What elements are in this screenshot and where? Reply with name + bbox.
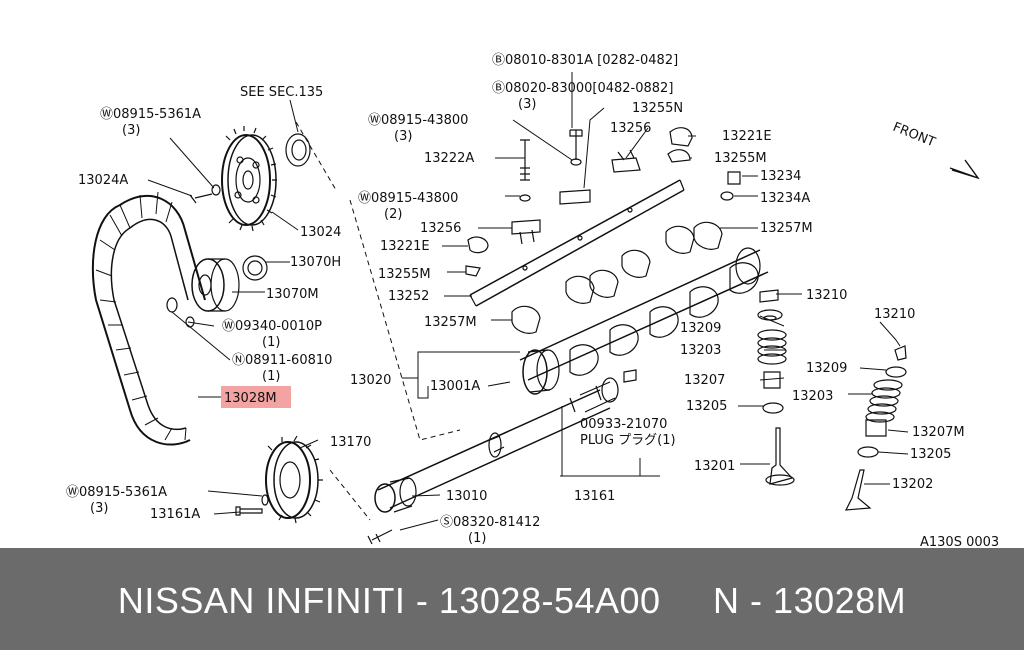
highlight-13028m: [221, 386, 291, 408]
seal-inner: [291, 139, 307, 161]
camshaft: [519, 247, 769, 395]
label-w5: Ⓦ08915-5361A: [66, 485, 167, 500]
label-13207: 13207: [684, 373, 725, 388]
label-front: FRONT: [891, 120, 938, 151]
seal: [285, 133, 311, 167]
crank-sprocket: [265, 435, 323, 524]
exploded-parts-diagram: Ⓑ08010-8301A [0282-0482] Ⓑ08020-83000[04…: [66, 53, 999, 548]
label-w3-qty: (2): [384, 207, 402, 222]
label-plug: PLUG プラグ(1): [580, 433, 676, 448]
label-w2: Ⓦ08915-43800: [368, 113, 468, 128]
label-w1: Ⓦ08915-5361A: [100, 107, 201, 122]
label-s1-qty: (1): [468, 531, 486, 546]
part-number-banner: NISSAN INFINITI - 13028-54A00 N - 13028M: [0, 548, 1024, 650]
label-13020: 13020: [350, 373, 391, 388]
label-w5-qty: (3): [90, 501, 108, 516]
label-13201: 13201: [694, 459, 735, 474]
label-13256-mid: 13256: [420, 221, 461, 236]
timing-belt: [91, 191, 206, 446]
label-n1: Ⓝ08911-60810: [232, 353, 332, 368]
label-b2: Ⓑ08020-83000[0482-0882]: [492, 81, 673, 96]
label-b2-qty: (3): [518, 97, 536, 112]
label-s1: Ⓢ08320-81412: [440, 515, 540, 530]
rocker-shaft: [469, 179, 685, 307]
label-13161: 13161: [574, 489, 615, 504]
label-13210-center: 13210: [806, 288, 847, 303]
label-13205-center: 13205: [686, 399, 727, 414]
drive-shaft: [374, 377, 619, 513]
label-plug-number: 00933-21070: [580, 417, 667, 432]
label-13257m-mid: 13257M: [424, 315, 477, 330]
label-13070h: 13070H: [290, 255, 341, 270]
label-13222a: 13222A: [424, 151, 474, 166]
label-13209-center: 13209: [680, 321, 721, 336]
valve-assembly-center: [757, 289, 795, 486]
label-13161a: 13161A: [150, 507, 200, 522]
label-b1: Ⓑ08010-8301A [0282-0482]: [492, 53, 678, 68]
label-w4: Ⓦ09340-0010P: [222, 319, 322, 334]
label-13210-right: 13210: [874, 307, 915, 322]
upper-cam-sprocket: [221, 126, 277, 232]
label-13202: 13202: [892, 477, 933, 492]
label-13255n: 13255N: [632, 101, 683, 116]
label-13256-top: 13256: [610, 121, 651, 136]
label-w3: Ⓦ08915-43800: [358, 191, 458, 206]
label-13221e-mid: 13221E: [380, 239, 430, 254]
label-13209-right: 13209: [806, 361, 847, 376]
label-13255m-mid: 13255M: [378, 267, 431, 282]
label-13205-right: 13205: [910, 447, 951, 462]
label-diagram-code: A130S 0003: [920, 535, 999, 548]
label-13070m: 13070M: [266, 287, 319, 302]
label-13170: 13170: [330, 435, 371, 450]
leader-lines: [147, 72, 909, 531]
label-13252: 13252: [388, 289, 429, 304]
label-w2-qty: (3): [394, 129, 412, 144]
label-13234: 13234: [760, 169, 801, 184]
label-13203-center: 13203: [680, 343, 721, 358]
label-13024: 13024: [300, 225, 341, 240]
label-13221e-top: 13221E: [722, 129, 772, 144]
label-13001a: 13001A: [430, 379, 480, 394]
label-13207m: 13207M: [912, 425, 965, 440]
belt-tensioner: [191, 255, 268, 312]
label-13234a: 13234A: [760, 191, 810, 206]
label-n1-qty: (1): [262, 369, 280, 384]
label-w1-qty: (3): [122, 123, 140, 138]
label-13028m: 13028M: [224, 391, 277, 406]
label-w4-qty: (1): [262, 335, 280, 350]
label-13255m-top: 13255M: [714, 151, 767, 166]
label-13024a: 13024A: [78, 173, 128, 188]
label-13010: 13010: [446, 489, 487, 504]
part-number-text: NISSAN INFINITI - 13028-54A00 N - 13028M: [117, 580, 907, 621]
label-see-sec: SEE SEC.135: [240, 85, 323, 100]
rocker-arms: [511, 221, 723, 334]
label-13203-right: 13203: [792, 389, 833, 404]
label-13257m-top: 13257M: [760, 221, 813, 236]
valve-assembly-right: [844, 345, 907, 511]
